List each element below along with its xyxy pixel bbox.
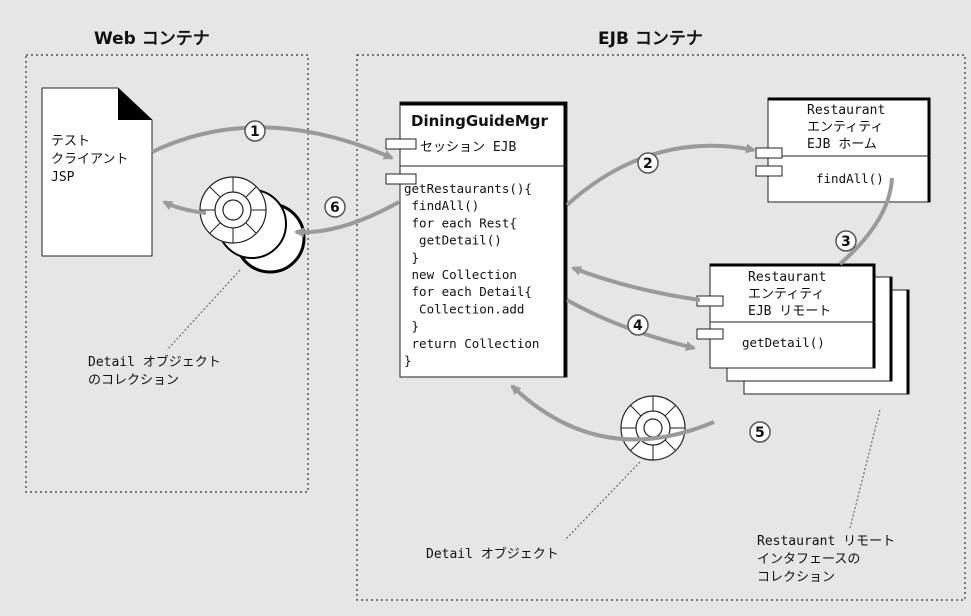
restaurant-remote-stack: Restaurant エンティティ EJB リモート getDetail(): [697, 264, 909, 394]
mgr-code-line: getRestaurants(){: [404, 181, 532, 196]
mgr-stereotype: セッション EJB: [420, 140, 516, 155]
test-client-jsp: テスト クライアント JSP: [42, 88, 152, 256]
flow-arrow-3b: [573, 268, 700, 300]
mgr-title: DiningGuideMgr: [411, 112, 549, 130]
flow-arrow-5: [512, 386, 714, 439]
remote-label-1: Restaurant: [748, 270, 826, 285]
leader-remote-collection: [850, 410, 880, 528]
jsp-label-1: テスト: [51, 134, 90, 149]
restaurant-home-box: Restaurant エンティティ EJB ホーム findAll(): [756, 98, 930, 202]
mgr-code-line: }: [404, 319, 419, 334]
step-2: 2: [643, 156, 653, 172]
leader-detail-object: [565, 462, 640, 540]
step-4: 4: [633, 318, 643, 334]
step-badge-1: 1: [245, 121, 265, 141]
home-label-3: EJB ホーム: [807, 137, 877, 152]
leader-detail-collection: [167, 270, 240, 350]
web-container-title: Web コンテナ: [94, 29, 210, 49]
step-6: 6: [330, 200, 340, 216]
step-badge-4: 4: [628, 315, 648, 335]
remote-method: getDetail(): [742, 335, 825, 350]
detail-object-label: Detail オブジェクト: [426, 546, 559, 562]
flow-arrow-2: [567, 146, 754, 205]
detail-object-icon: [621, 396, 685, 460]
flow-arrow-1: [152, 127, 392, 158]
detail-collection-label-1: Detail オブジェクト: [88, 354, 221, 370]
jsp-label-3: JSP: [51, 170, 75, 185]
mgr-code-line: getDetail(): [404, 233, 502, 248]
step-badge-5: 5: [750, 422, 770, 442]
home-method: findAll(): [816, 171, 884, 186]
mgr-code-line: findAll(): [404, 198, 479, 213]
step-5: 5: [755, 425, 765, 441]
dining-guide-mgr-box: DiningGuideMgr セッション EJB getRestaurants(…: [386, 102, 567, 377]
mgr-code-line: }: [404, 250, 419, 265]
remote-collection-label-1: Restaurant リモート: [757, 534, 895, 549]
step-badge-2: 2: [638, 153, 658, 173]
step-3: 3: [841, 234, 851, 250]
flow-arrow-6: [296, 202, 399, 232]
mgr-code-line: Collection.add: [404, 301, 524, 316]
mgr-code-line: new Collection: [404, 267, 517, 282]
detail-collection-icon: [200, 177, 304, 272]
home-label-1: Restaurant: [807, 103, 885, 118]
detail-collection-label-2: のコレクション: [88, 373, 179, 388]
remote-collection-label-2: インタフェースの: [757, 552, 860, 567]
mgr-code-line: return Collection: [404, 336, 539, 351]
remote-label-2: エンティティ: [748, 287, 824, 302]
mgr-code-line: for each Detail{: [404, 284, 532, 299]
ejb-container-title: EJB コンテナ: [598, 29, 703, 49]
step-1: 1: [250, 124, 260, 140]
step-badge-6: 6: [325, 197, 345, 217]
jsp-label-2: クライアント: [51, 152, 128, 167]
home-label-2: エンティティ: [807, 120, 883, 135]
mgr-code-line: for each Rest{: [404, 215, 517, 230]
remote-label-3: EJB リモート: [748, 304, 831, 319]
step-badge-3: 3: [836, 231, 856, 251]
mgr-code-line: }: [404, 353, 412, 368]
remote-collection-label-3: コレクション: [757, 570, 835, 585]
